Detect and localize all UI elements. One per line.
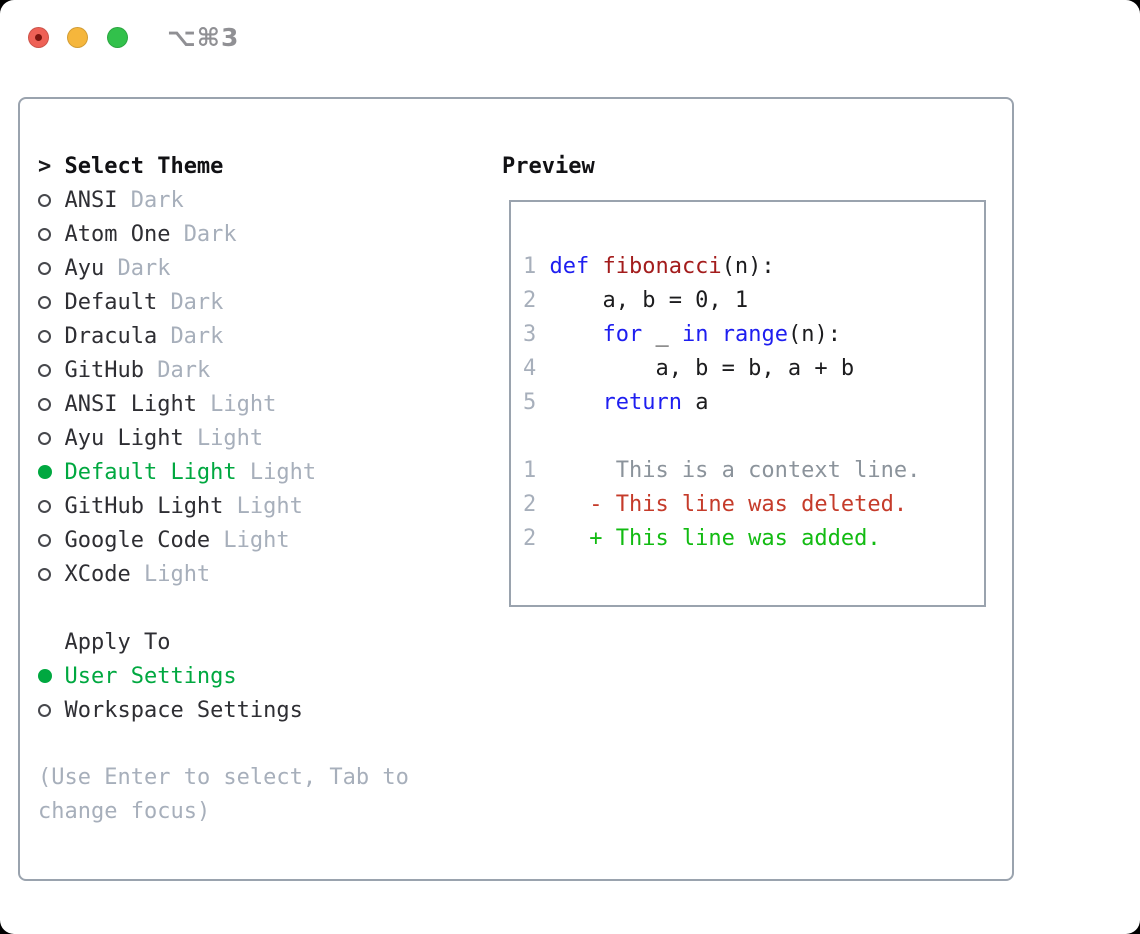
theme-variant: Light	[236, 493, 303, 519]
help-text: (Use Enter to select, Tab to change focu…	[38, 765, 409, 824]
maximize-button[interactable]	[107, 27, 128, 48]
line-number: 4	[523, 356, 537, 381]
radio-icon	[38, 703, 51, 717]
radio-icon	[38, 431, 51, 445]
theme-name: GitHub	[64, 357, 144, 383]
select-theme-title: Select Theme	[64, 153, 224, 179]
theme-option-github-light[interactable]: GitHub Light Light	[38, 489, 488, 523]
theme-variant: Dark	[157, 357, 211, 383]
theme-option-xcode[interactable]: XCode Light	[38, 557, 488, 591]
apply-option-user-settings[interactable]: User Settings	[38, 659, 488, 693]
theme-option-ayu[interactable]: Ayu Dark	[38, 251, 488, 285]
theme-name: ANSI	[64, 187, 118, 213]
radio-icon	[38, 499, 51, 513]
theme-name: ANSI Light	[64, 391, 197, 417]
apply-option-label: User Settings	[64, 663, 237, 689]
apply-to-title: Apply To	[64, 629, 171, 655]
theme-variant: Dark	[170, 323, 224, 349]
minimize-button[interactable]	[67, 27, 88, 48]
titlebar: ⌥⌘3	[0, 0, 1140, 76]
radio-icon	[38, 295, 51, 309]
code-line: 3 for _ in range(n):	[523, 318, 984, 352]
theme-variant: Dark	[183, 221, 237, 247]
code-line: 4 a, b = b, a + b	[523, 352, 984, 386]
theme-option-ansi[interactable]: ANSI Dark	[38, 183, 488, 217]
apply-option-label: Workspace Settings	[64, 697, 303, 723]
radio-icon	[38, 363, 51, 377]
theme-option-dracula[interactable]: Dracula Dark	[38, 319, 488, 353]
radio-icon	[38, 397, 51, 411]
radio-icon	[38, 261, 51, 275]
line-number: 5	[523, 390, 537, 415]
theme-name: Ayu Light	[64, 425, 184, 451]
theme-name: Google Code	[64, 527, 211, 553]
theme-variant: Light	[210, 391, 277, 417]
theme-option-ayu-light[interactable]: Ayu Light Light	[38, 421, 488, 455]
diff-line-added: 2 + This line was added.	[523, 522, 984, 556]
theme-name: Dracula	[64, 323, 158, 349]
theme-option-default-light[interactable]: Default Light Light	[38, 455, 488, 489]
code-line: 5 return a	[523, 386, 984, 420]
line-number: 1	[523, 458, 537, 483]
theme-option-google-code[interactable]: Google Code Light	[38, 523, 488, 557]
window-shortcut-label: ⌥⌘3	[167, 23, 240, 52]
spacer	[38, 591, 488, 625]
cursor-caret-icon: >	[38, 153, 52, 179]
radio-icon	[38, 567, 51, 581]
code-line: 2 a, b = 0, 1	[523, 284, 984, 318]
line-number: 1	[523, 254, 537, 279]
diff-block: 1 This is a context line.2 - This line w…	[523, 454, 984, 556]
theme-name: Atom One	[64, 221, 171, 247]
radio-icon	[38, 533, 51, 547]
theme-variant: Light	[196, 425, 264, 451]
line-number: 3	[523, 322, 537, 347]
spacer	[38, 727, 488, 761]
theme-name: GitHub Light	[64, 493, 224, 519]
apply-option-workspace-settings[interactable]: Workspace Settings	[38, 693, 488, 727]
theme-variant: Light	[223, 527, 290, 553]
theme-variant: Light	[249, 459, 317, 485]
line-number: 2	[523, 492, 537, 517]
radio-icon	[38, 193, 51, 207]
select-theme-header: > Select Theme	[38, 149, 488, 183]
close-button[interactable]	[28, 27, 49, 48]
theme-variant: Dark	[130, 187, 184, 213]
diff-line-deleted: 2 - This line was deleted.	[523, 488, 984, 522]
diff-line-context: 1 This is a context line.	[523, 454, 984, 488]
theme-variant: Dark	[170, 289, 224, 315]
radio-selected-icon	[38, 464, 52, 479]
radio-icon	[38, 329, 51, 343]
spacer	[523, 420, 984, 454]
theme-option-ansi-light[interactable]: ANSI Light Light	[38, 387, 488, 421]
radio-selected-icon	[38, 668, 52, 683]
radio-icon	[38, 227, 51, 241]
theme-variant: Dark	[117, 255, 171, 281]
preview-header: Preview	[502, 149, 1002, 183]
theme-option-default[interactable]: Default Dark	[38, 285, 488, 319]
theme-option-atom-one[interactable]: Atom One Dark	[38, 217, 488, 251]
theme-option-github[interactable]: GitHub Dark	[38, 353, 488, 387]
apply-to-header: Apply To	[38, 625, 488, 659]
theme-name: XCode	[64, 561, 131, 587]
preview-title: Preview	[502, 153, 595, 179]
close-dot-icon	[35, 34, 42, 41]
theme-name: Default	[64, 289, 158, 315]
theme-name: Ayu	[64, 255, 105, 281]
theme-name: Default Light	[64, 459, 237, 485]
line-number: 2	[523, 526, 537, 551]
theme-variant: Light	[143, 561, 211, 587]
line-number: 2	[523, 288, 537, 313]
